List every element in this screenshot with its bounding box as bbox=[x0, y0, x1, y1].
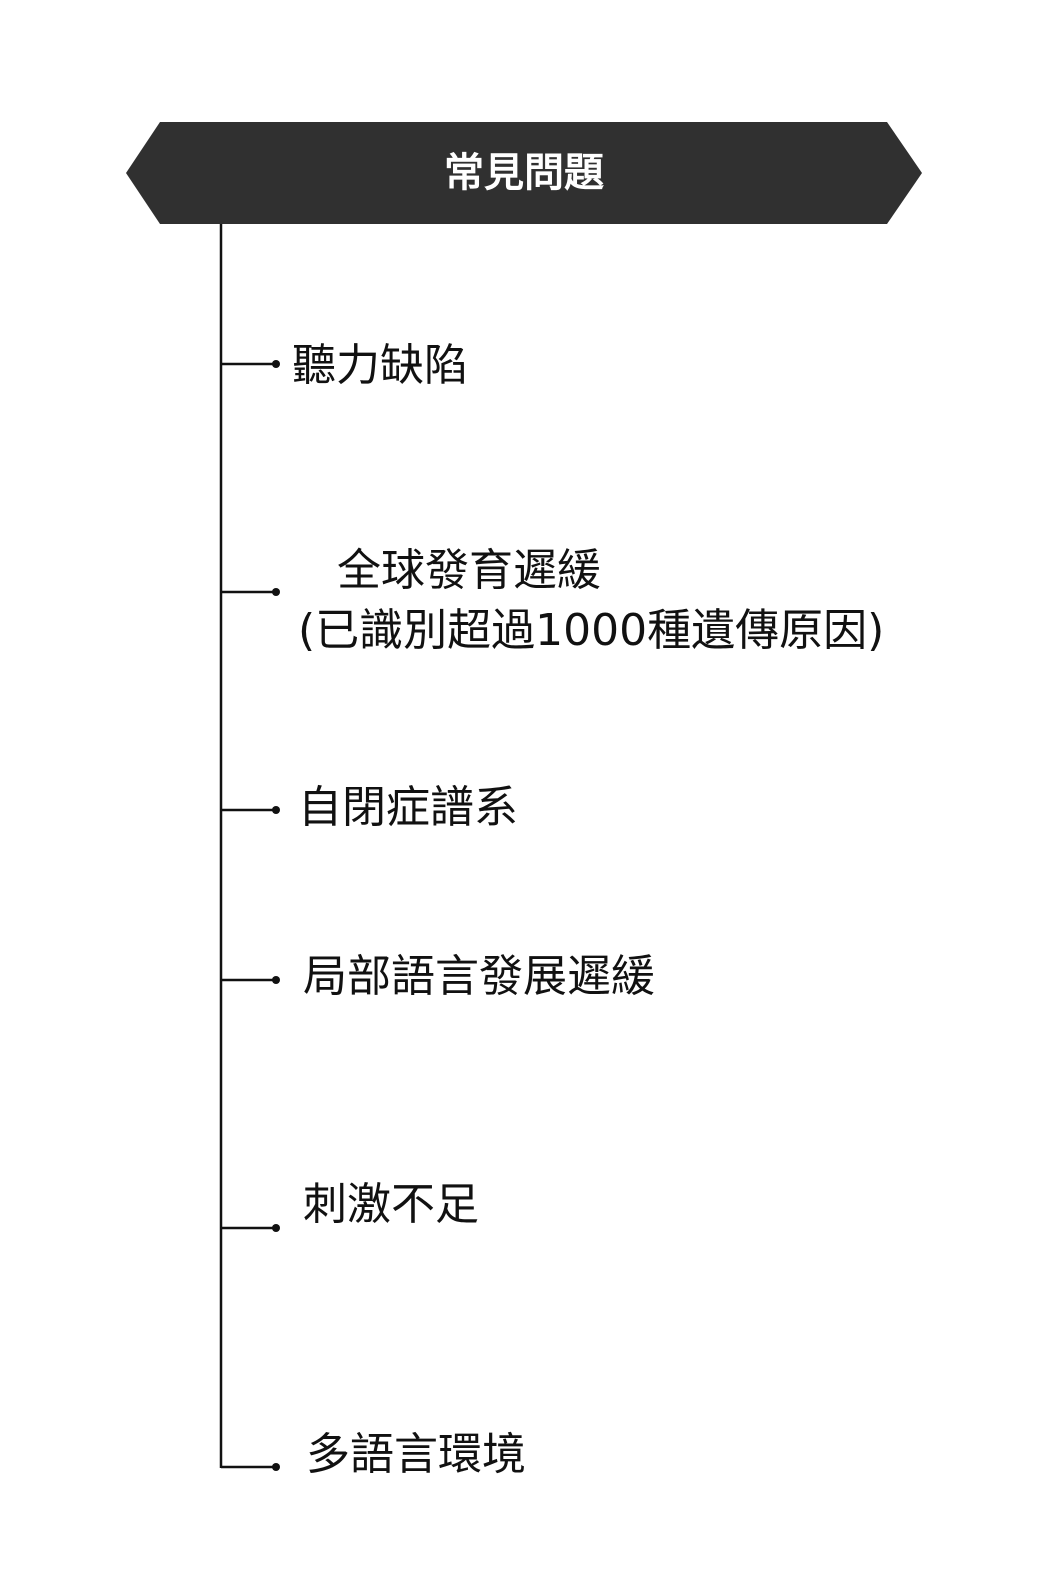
item-global-developmental-delay: 全球發育遲緩 bbox=[337, 545, 601, 596]
branch-dot bbox=[272, 1224, 280, 1232]
header-title: 常見問題 bbox=[444, 150, 604, 196]
branch-dot bbox=[272, 806, 280, 814]
item-hearing-impairment: 聽力缺陷 bbox=[292, 340, 468, 391]
item-multilingual-environment: 多語言環境 bbox=[306, 1429, 526, 1480]
item-insufficient-stimulation: 刺激不足 bbox=[303, 1179, 479, 1230]
branch-dot bbox=[272, 588, 280, 596]
item-autism-spectrum: 自閉症譜系 bbox=[298, 782, 518, 833]
header-banner bbox=[126, 122, 922, 224]
item-global-developmental-delay-note: (已識別超過1000種遺傳原因) bbox=[298, 605, 885, 656]
branch-dot bbox=[272, 976, 280, 984]
branch-dot bbox=[272, 360, 280, 368]
branch-dot bbox=[272, 1463, 280, 1471]
item-specific-language-delay: 局部語言發展遲緩 bbox=[303, 951, 655, 1002]
